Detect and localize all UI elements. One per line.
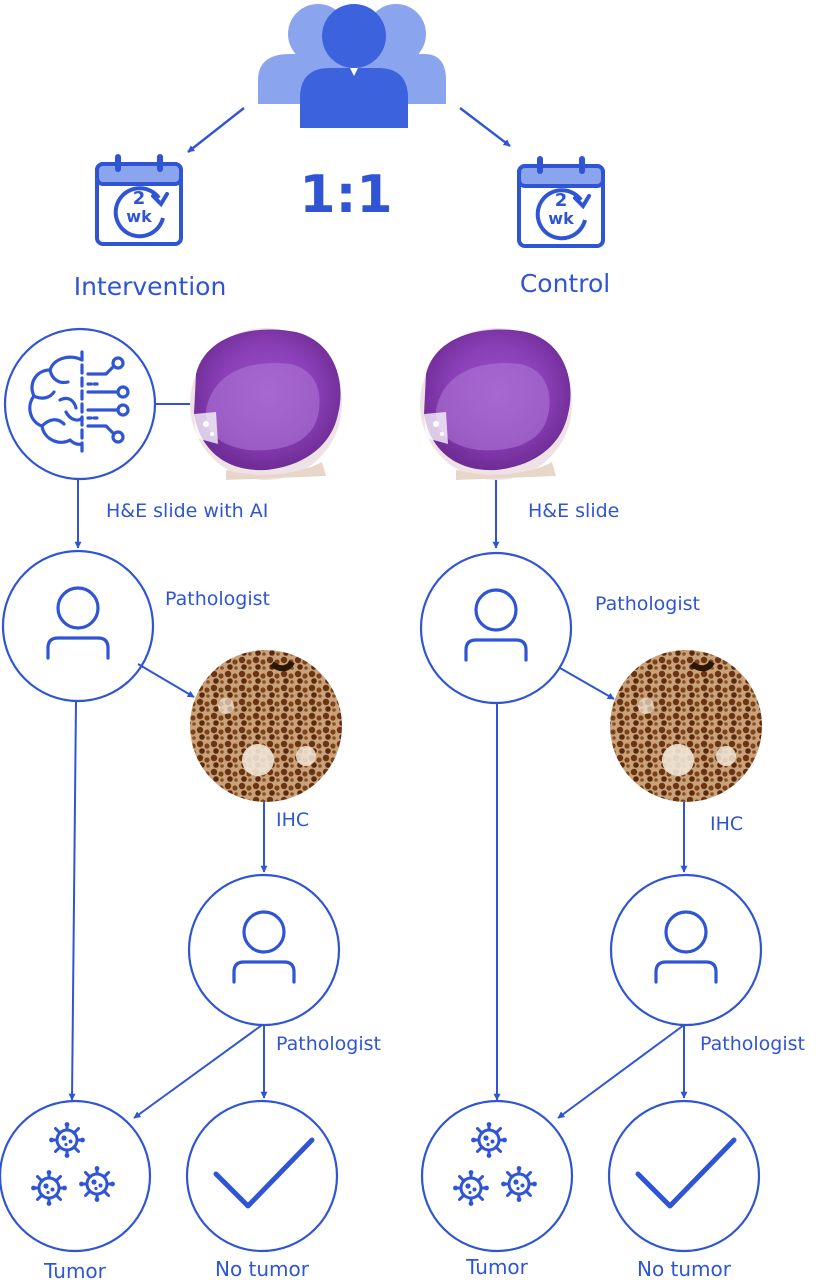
calendar-unit: wk	[126, 207, 152, 226]
no-tumor-outcome-node	[185, 1099, 339, 1253]
calendar-number: 2	[133, 188, 146, 209]
outcome-tumor-label: Tumor	[43, 1259, 107, 1280]
ihc-label-control: IHC	[710, 813, 743, 835]
outcome-tumor-label: Tumor	[465, 1255, 529, 1279]
calendar-unit: wk	[548, 209, 574, 228]
he-slide-image	[420, 328, 572, 480]
he-slide-image	[190, 328, 342, 480]
control-arm: H&E slide Pathologist IHC Pathologist Tu…	[419, 328, 805, 1280]
ihc-label-intervention: IHC	[276, 809, 309, 831]
calendar-icon-control: 2 wk	[517, 154, 605, 248]
no-tumor-outcome-node	[607, 1099, 761, 1253]
pathologist-node-1	[1, 549, 155, 703]
outcome-no-tumor-label: No tumor	[215, 1257, 310, 1280]
ai-node	[3, 327, 157, 481]
pathologist-label-1: Pathologist	[595, 593, 700, 615]
intervention-arm: H&E slide with AI Pathologist IHC Pathol…	[0, 327, 381, 1280]
calendar-icon-intervention: 2 wk	[95, 152, 183, 246]
allocation-ratio: 1:1	[299, 165, 392, 225]
outcome-no-tumor-label: No tumor	[637, 1257, 732, 1280]
slide-label-control: H&E slide	[528, 500, 619, 522]
pathologist-label-1: Pathologist	[165, 588, 270, 610]
calendar-number: 2	[555, 190, 568, 211]
slide-label-intervention: H&E slide with AI	[106, 500, 268, 522]
arrow-to-intervention	[187, 107, 245, 153]
arrow-to-control	[459, 107, 511, 147]
pathologist-label-2: Pathologist	[700, 1033, 805, 1055]
ihc-slide-image	[190, 650, 342, 802]
ihc-slide-image	[610, 650, 762, 802]
tumor-outcome-node	[0, 1099, 152, 1253]
tumor-outcome-node	[420, 1099, 574, 1253]
arm-title-control: Control	[520, 269, 610, 298]
pathologist-node-1	[419, 551, 573, 705]
pathologist-node-2	[609, 873, 763, 1027]
arm-title-intervention: Intervention	[74, 272, 227, 301]
pathologist-node-2	[187, 873, 341, 1027]
pathologist-label-2: Pathologist	[276, 1033, 381, 1055]
patient-group-icon	[258, 4, 446, 128]
